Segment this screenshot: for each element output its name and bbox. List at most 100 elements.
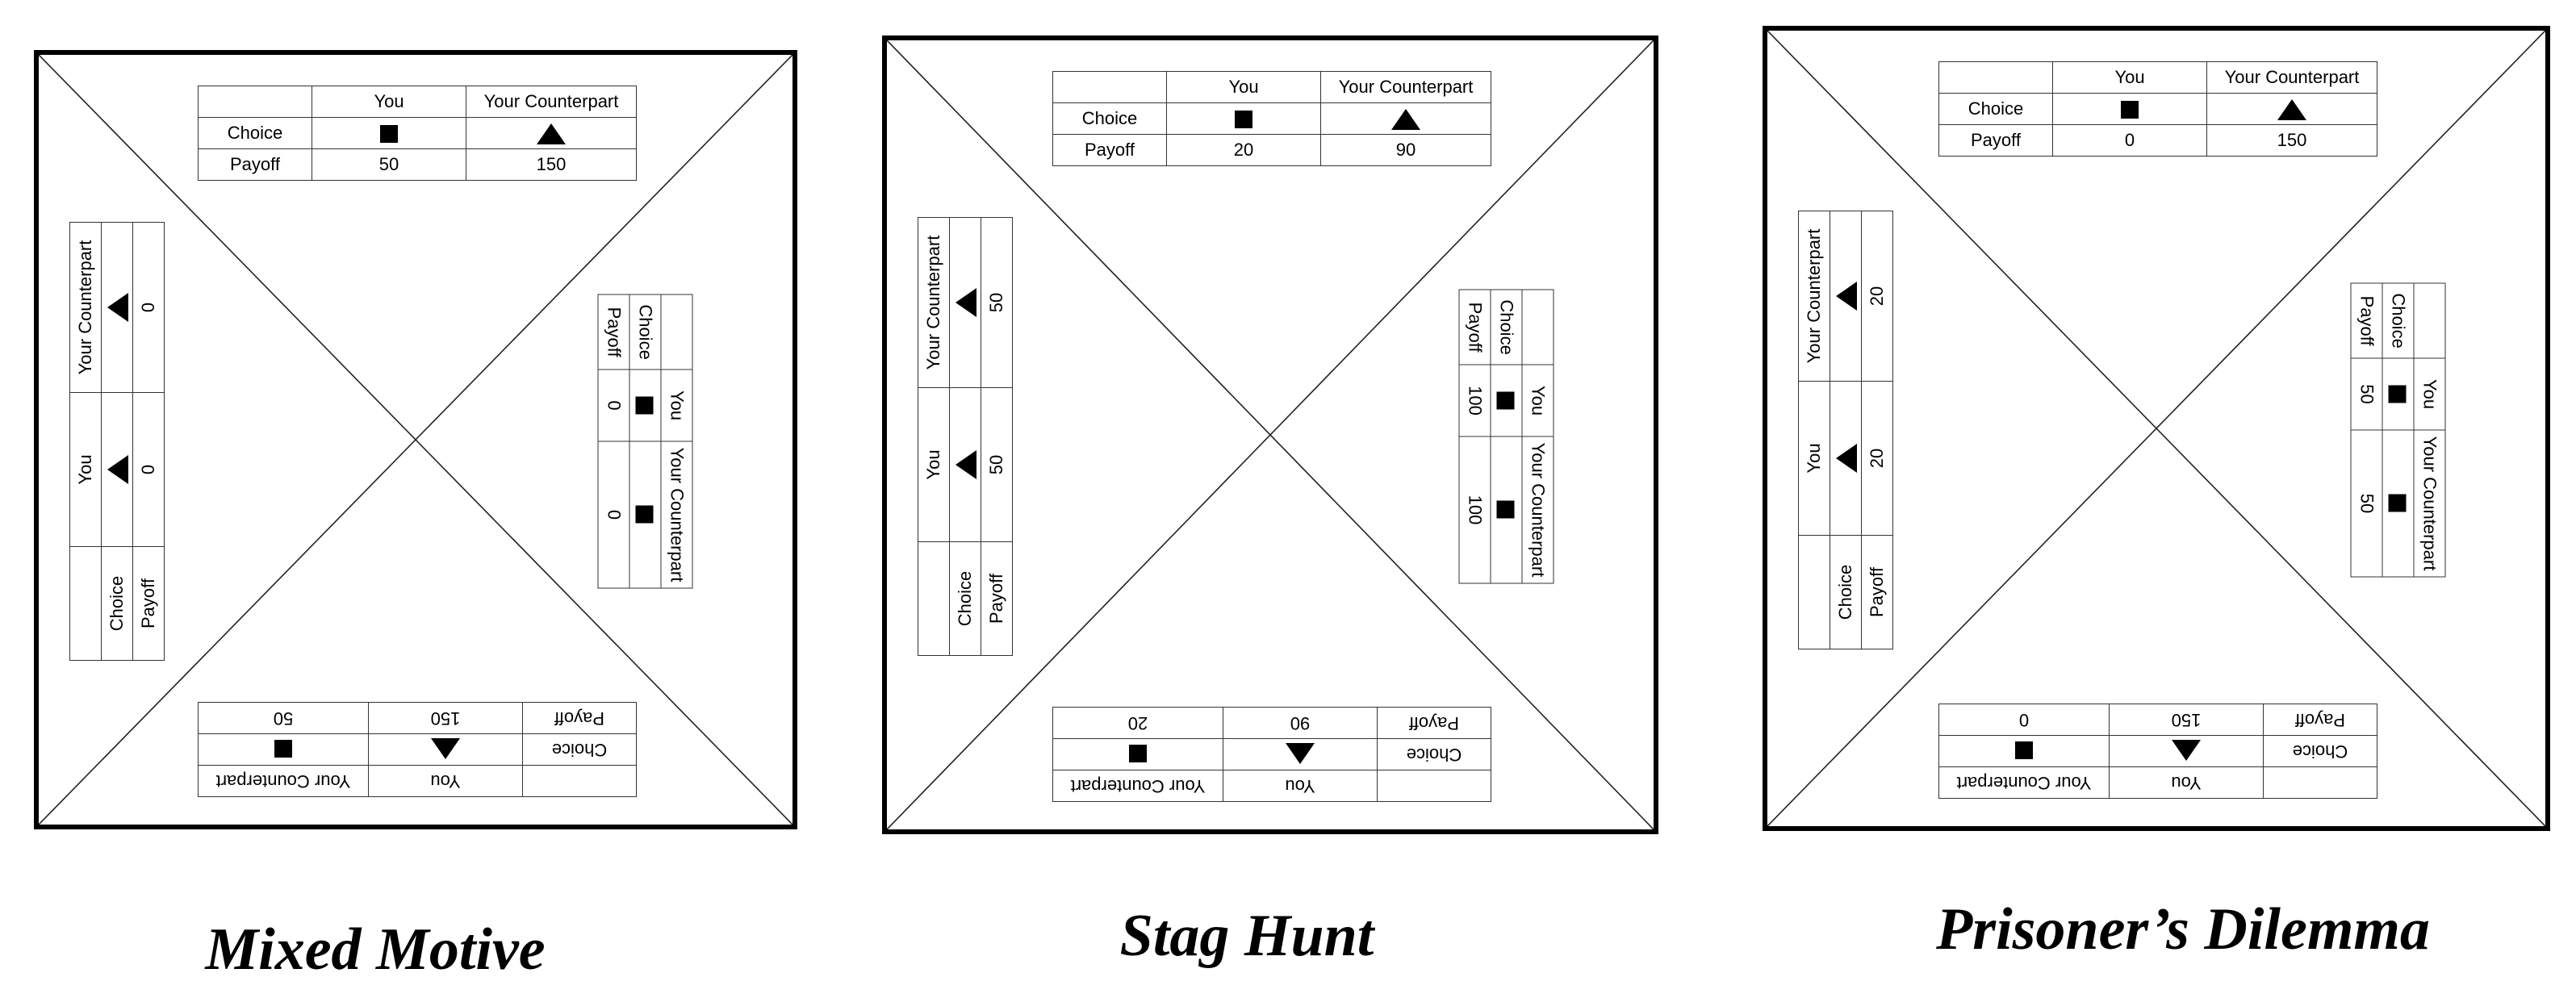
counterpart-choice-cell (629, 441, 661, 588)
triangle-icon (537, 123, 566, 145)
you-payoff-value: 50 (312, 148, 466, 181)
choice-row: Choice (949, 217, 981, 656)
blank-header-cell (2414, 283, 2445, 359)
you-choice-cell (1491, 365, 1522, 436)
choice-label: Choice (1377, 738, 1491, 770)
blank-header-cell (1938, 61, 2053, 94)
payoff-label: Payoff (132, 546, 165, 661)
square-icon (2121, 101, 2139, 119)
payoff-label: Payoff (198, 148, 312, 181)
triangle-icon (1391, 109, 1420, 131)
you-payoff-value: 20 (1166, 134, 1321, 166)
you-choice-cell (1223, 738, 1378, 770)
you-choice-cell (2109, 735, 2264, 767)
choice-row: Choice (629, 294, 661, 588)
you-payoff-value: 150 (2109, 704, 2264, 736)
you-header: You (69, 392, 102, 547)
blank-header-cell (661, 294, 692, 370)
game-caption: Stag Hunt (1119, 903, 1374, 969)
you-choice-cell (1830, 381, 1862, 536)
you-header: You (1522, 365, 1554, 436)
you-header: You (2414, 358, 2445, 430)
choice-label: Choice (1052, 102, 1167, 135)
choice-row: Choice (1052, 738, 1491, 770)
you-payoff-value: 50 (2351, 358, 2382, 430)
square-icon (635, 396, 654, 415)
choice-row: Choice (198, 117, 637, 149)
counterpart-header: Your Counterpart (918, 217, 950, 388)
choice-label: Choice (1830, 535, 1862, 649)
counterpart-choice-cell (466, 117, 637, 149)
blank-header-cell (918, 541, 950, 656)
counterpart-header: Your Counterpart (1320, 71, 1491, 103)
counterpart-header: Your Counterpart (1938, 766, 2110, 799)
you-payoff-value: 50 (981, 387, 1013, 542)
you-choice-cell (2052, 93, 2207, 125)
square-icon (2388, 494, 2407, 512)
payoff-label: Payoff (2263, 704, 2377, 736)
you-header: You (2052, 61, 2207, 94)
choice-row: Choice (1830, 211, 1862, 649)
square-icon (1235, 111, 1252, 129)
payoff-label: Payoff (522, 702, 637, 734)
counterpart-header: Your Counterpart (2206, 61, 2377, 94)
triangle-icon (107, 455, 129, 484)
square-icon (635, 505, 654, 524)
blank-header-cell (1377, 770, 1491, 802)
counterpart-payoff-value: 20 (1861, 211, 1893, 382)
counterpart-choice-cell (198, 733, 369, 766)
blank-header-cell (1052, 71, 1167, 103)
you-payoff-value: 0 (598, 370, 629, 441)
choice-row: Choice (1052, 102, 1491, 135)
payoff-label: Payoff (981, 541, 1013, 656)
choice-label: Choice (522, 733, 637, 766)
blank-header-cell (2263, 766, 2377, 799)
game-caption: Mixed Motive (205, 917, 546, 983)
choice-label: Choice (629, 294, 661, 370)
counterpart-header: Your Counterpart (1798, 211, 1830, 382)
blank-header-cell (198, 86, 312, 118)
triangle-icon (431, 737, 460, 759)
counterpart-header: Your Counterpart (198, 765, 369, 797)
choice-label: Choice (198, 117, 312, 149)
counterpart-payoff-value: 90 (1320, 134, 1491, 166)
diagonal-line-anti (1767, 31, 2545, 826)
counterpart-payoff-value: 50 (2351, 429, 2382, 577)
counterpart-payoff-value: 50 (981, 217, 1013, 388)
counterpart-header: Your Counterpart (661, 441, 692, 588)
triangle-icon (1836, 282, 1858, 311)
choice-row: Choice (2382, 283, 2414, 577)
choice-label: Choice (949, 541, 981, 656)
you-header: You (661, 370, 692, 441)
choice-row: Choice (1491, 290, 1522, 583)
counterpart-payoff-value: 0 (1938, 704, 2110, 736)
you-header: You (1166, 71, 1321, 103)
payoff-label: Payoff (1052, 134, 1167, 166)
blank-header-cell (69, 546, 102, 661)
you-header: You (312, 86, 466, 118)
square-icon (274, 739, 292, 758)
counterpart-payoff-value: 0 (598, 441, 629, 588)
you-payoff-value: 0 (132, 392, 165, 547)
triangle-icon (107, 293, 129, 322)
counterpart-choice-cell (1830, 211, 1862, 382)
you-header: You (1798, 381, 1830, 536)
